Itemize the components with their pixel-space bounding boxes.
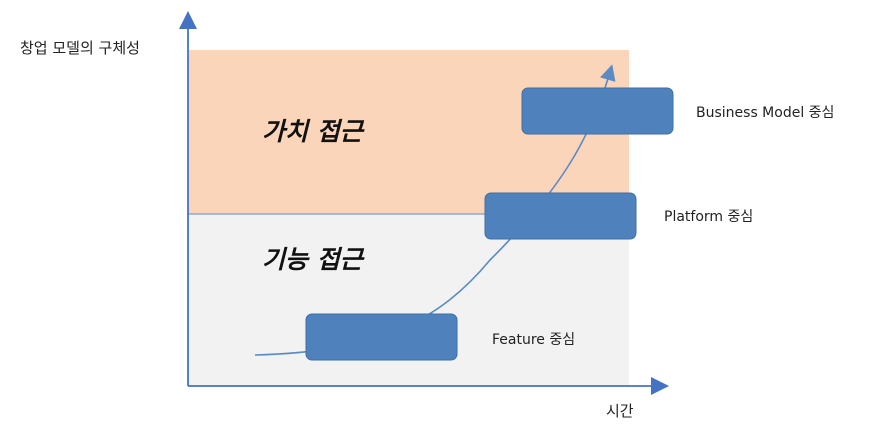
business-model-stage-label: Business Model 중심 [696,105,834,121]
y-axis-label: 창업 모델의 구체성 [20,39,140,57]
feature-stage-box [305,313,458,361]
value-approach-title: 가치 접근 [262,117,365,146]
function-approach-title: 기능 접근 [262,245,365,274]
x-axis-label: 시간 [606,402,634,420]
platform-stage-label: Platform 중심 [664,209,753,225]
feature-stage-label: Feature 중심 [492,332,575,348]
platform-stage-box [484,192,637,240]
business-model-stage-box [521,87,674,135]
